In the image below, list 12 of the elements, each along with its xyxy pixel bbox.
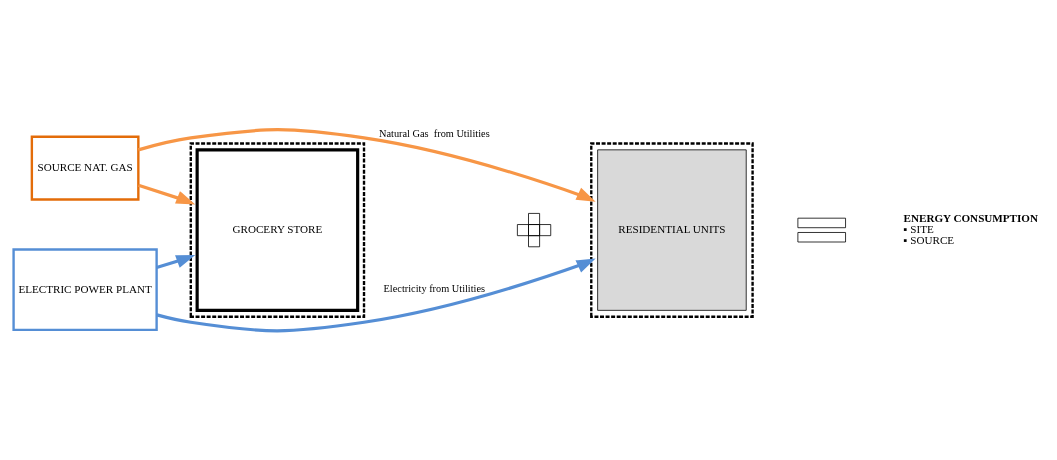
node-box: SOURCE NAT. GAS <box>30 135 140 201</box>
arrow <box>138 183 196 205</box>
arrow <box>156 258 596 333</box>
node-box: ELECTRIC POWER PLANT <box>12 248 158 331</box>
node-box: RESIDENTIAL UNITS <box>597 149 747 311</box>
arrow <box>156 254 196 270</box>
node-text: ENERGY CONSUMPTION ▪ SITE ▪ SOURCE <box>903 211 1039 246</box>
edge-label: Natural Gas from Utilities <box>378 128 490 140</box>
edge-label: Electricity from Utilities <box>383 282 486 294</box>
arrow <box>137 128 596 202</box>
cluster <box>590 142 754 318</box>
node-box: GROCERY STORE <box>195 148 360 312</box>
